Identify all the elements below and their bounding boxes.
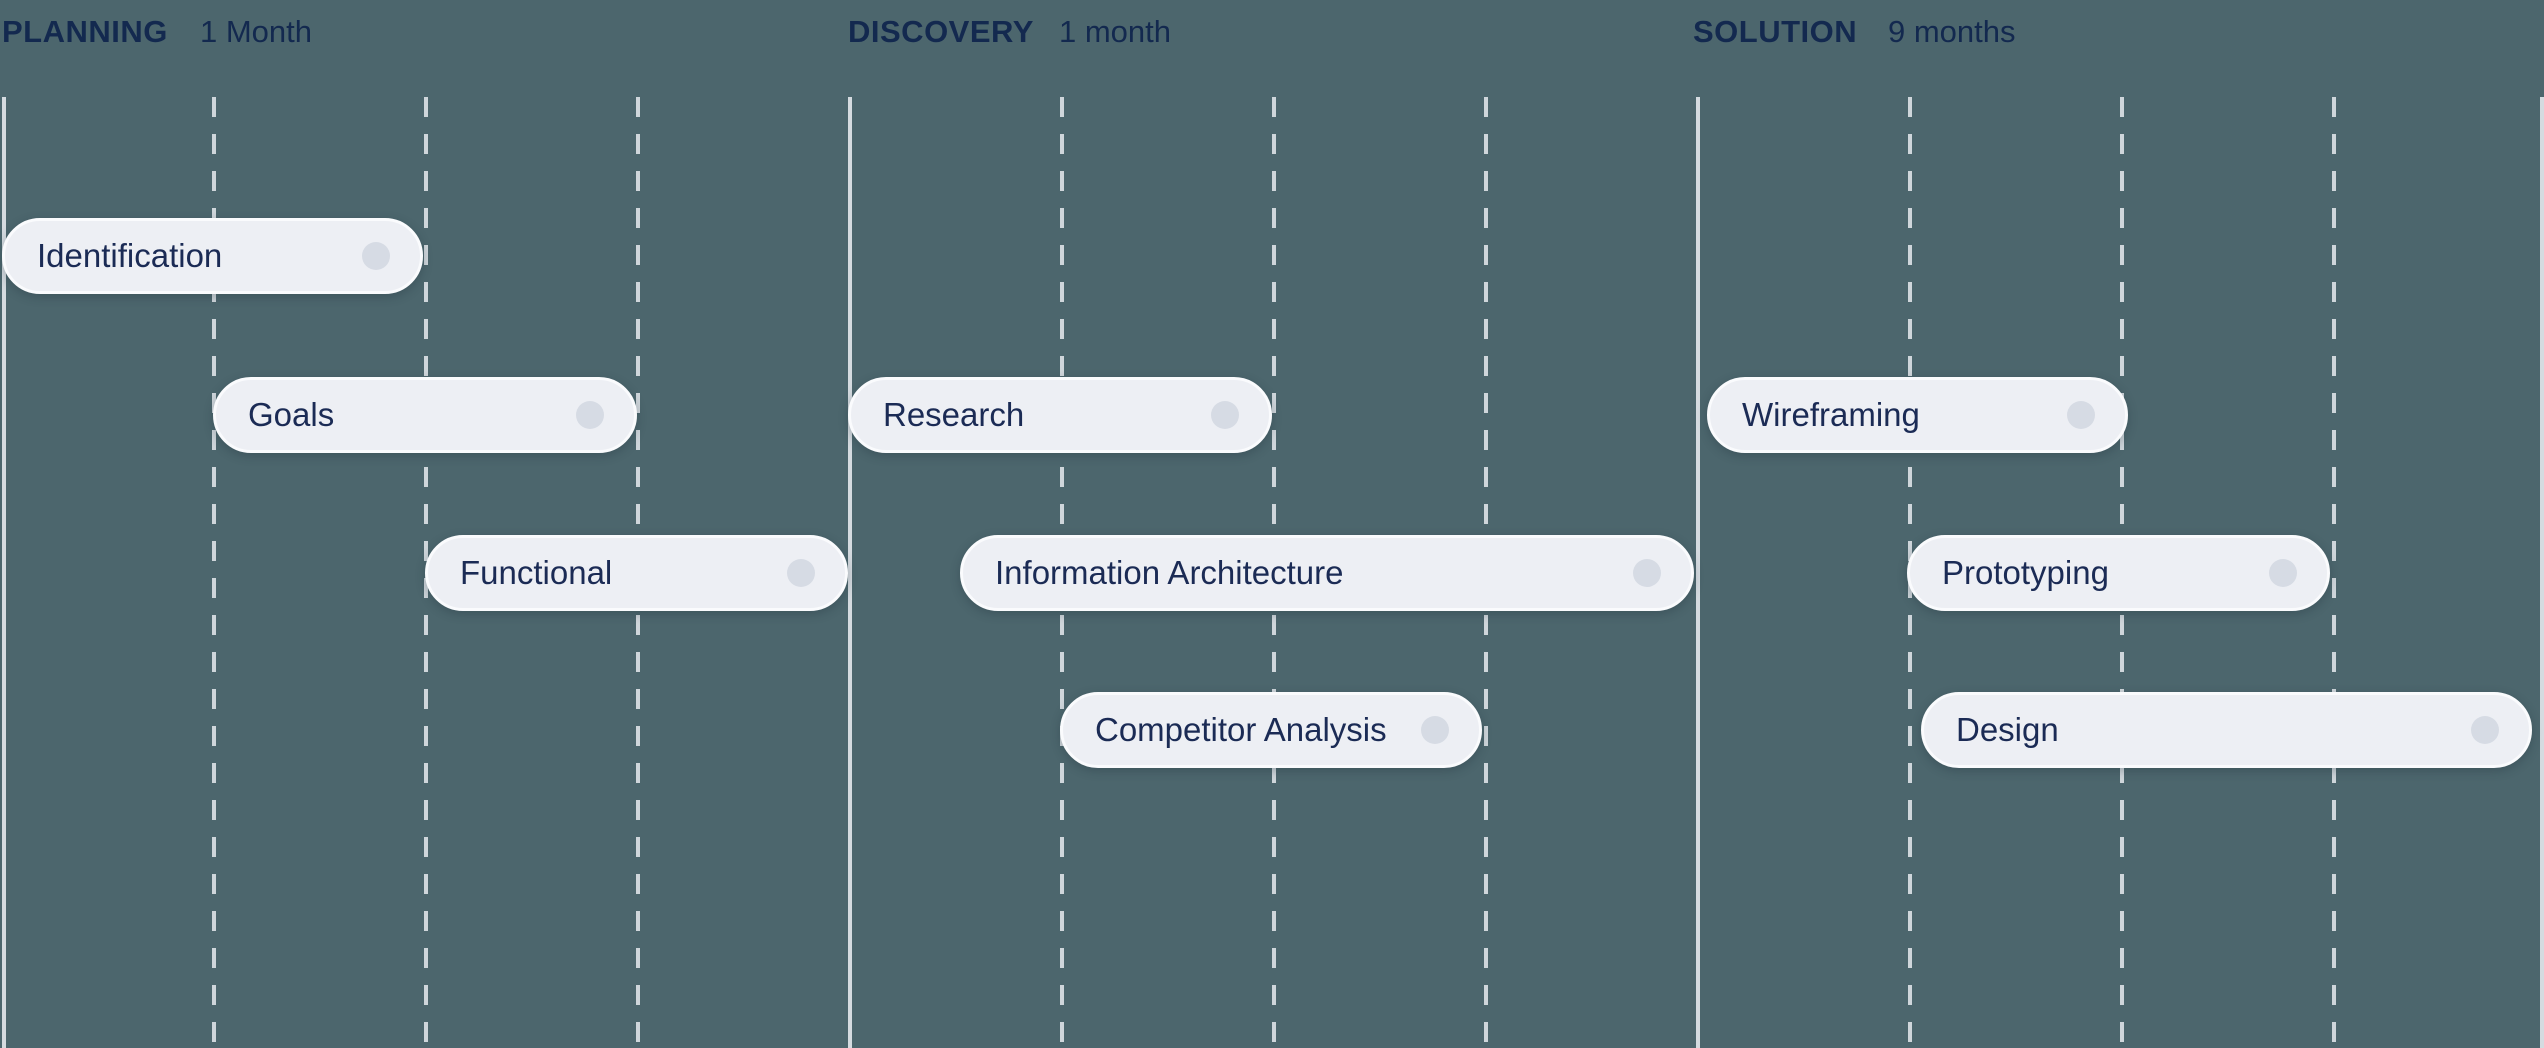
task-pill[interactable]: Identification: [2, 218, 423, 294]
task-status-dot: [2471, 716, 2499, 744]
task-pill[interactable]: Goals: [213, 377, 637, 453]
task-status-dot: [787, 559, 815, 587]
task-status-dot: [576, 401, 604, 429]
task-status-dot: [1633, 559, 1661, 587]
task-pill[interactable]: Functional: [425, 535, 848, 611]
task-status-dot: [2269, 559, 2297, 587]
phase-name-discovery: DISCOVERY: [848, 14, 1034, 49]
phase-duration-planning: 1 Month: [200, 14, 313, 49]
task-status-dot: [362, 242, 390, 270]
task-label: Design: [1956, 711, 2059, 748]
task-status-dot: [1421, 716, 1449, 744]
task-label: Information Architecture: [995, 554, 1344, 591]
phase-boundary-line: [1696, 97, 1700, 1048]
task-pill[interactable]: Prototyping: [1907, 535, 2330, 611]
task-status-dot: [1211, 401, 1239, 429]
task-label: Wireframing: [1742, 396, 1920, 433]
task-label: Prototyping: [1942, 554, 2109, 591]
phase-name-solution: SOLUTION: [1693, 14, 1858, 49]
task-pill[interactable]: Design: [1921, 692, 2532, 768]
phase-boundary-line: [2540, 97, 2544, 1048]
phase-duration-discovery: 1 month: [1059, 14, 1172, 49]
task-status-dot: [2067, 401, 2095, 429]
phase-duration-solution: 9 months: [1888, 14, 2016, 49]
task-label: Research: [883, 396, 1025, 433]
task-label: Competitor Analysis: [1095, 711, 1387, 748]
phase-boundary-line: [2, 97, 6, 1048]
task-pill[interactable]: Research: [848, 377, 1272, 453]
column-gridline: [2332, 97, 2336, 1048]
task-label: Functional: [460, 554, 613, 591]
task-label: Goals: [248, 396, 335, 433]
task-pill[interactable]: Wireframing: [1707, 377, 2128, 453]
column-gridline: [212, 97, 216, 1048]
task-label: Identification: [37, 237, 223, 274]
task-pill[interactable]: Competitor Analysis: [1060, 692, 1482, 768]
phase-boundary-line: [848, 97, 852, 1048]
phase-name-planning: PLANNING: [2, 14, 168, 49]
task-pill[interactable]: Information Architecture: [960, 535, 1694, 611]
